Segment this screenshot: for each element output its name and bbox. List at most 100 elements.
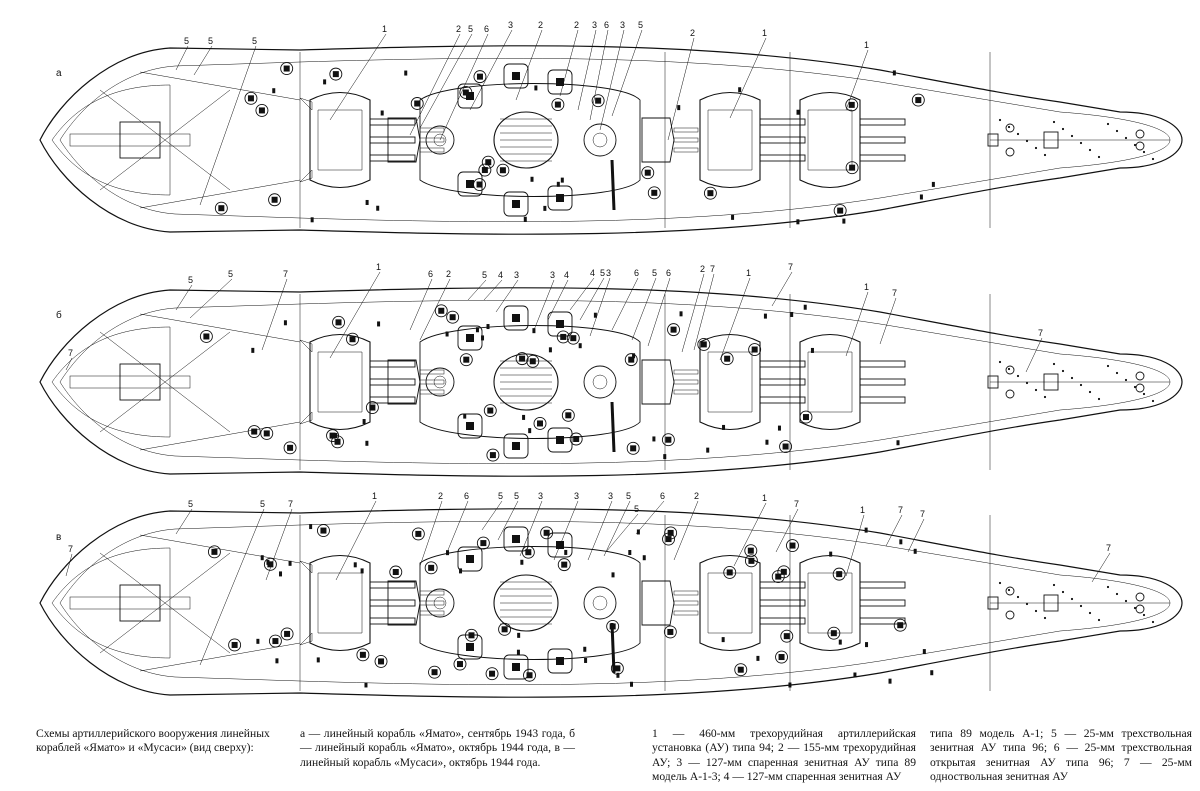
aa-mount-127mm — [547, 648, 573, 674]
aa-mount-ring — [780, 629, 794, 643]
single-aa-gun — [578, 343, 582, 349]
callout: 5 — [175, 36, 189, 71]
turret-barrel — [759, 136, 806, 144]
aa-mount-gun — [218, 205, 225, 212]
aa-mount-gun — [915, 97, 922, 104]
deck-fitting — [1061, 127, 1065, 131]
aa-mount-gun — [287, 444, 294, 451]
aa-mount-25mm — [411, 527, 425, 541]
aa-mount-gun — [609, 623, 616, 630]
callout-label: 5 — [468, 24, 473, 34]
aa-mount-gun — [651, 189, 658, 196]
single-aa-gun — [829, 551, 833, 557]
aa-mount-ring — [647, 186, 661, 200]
callout-leader — [589, 277, 611, 337]
aa-127-shield — [503, 526, 529, 552]
aa-mount-ring — [473, 178, 486, 191]
aa-mount-ring — [434, 304, 448, 318]
callout: 5 — [497, 491, 519, 541]
callout: 6 — [439, 24, 489, 141]
aa-127-gun — [512, 442, 520, 450]
aa-mount-25mm — [485, 667, 499, 681]
callout: 7 — [885, 505, 903, 547]
aa-mount-25mm — [561, 408, 575, 422]
aa-mount-gun — [247, 95, 254, 102]
aa-127-gun — [512, 663, 520, 671]
single-aa-gun — [756, 655, 760, 661]
deck-fitting — [1070, 597, 1074, 601]
aa-mount-ring — [483, 404, 497, 417]
callout-leader — [611, 277, 639, 331]
turret-barrel — [369, 378, 416, 386]
turret-roof — [807, 109, 853, 171]
callout: 1 — [329, 262, 381, 359]
stern-frame — [99, 331, 231, 433]
single-aa-gun — [896, 440, 900, 446]
callout-leader — [439, 33, 489, 141]
aa-127-shield — [503, 191, 529, 217]
aa-mount-25mm — [434, 304, 448, 318]
aa-mount-25mm — [410, 97, 424, 110]
aa-mount-gun — [476, 73, 483, 80]
anchor-capstan — [1135, 129, 1145, 139]
callout-leader — [419, 278, 451, 341]
turret-barrel — [369, 360, 416, 368]
deck-fitting — [1025, 602, 1029, 606]
single-aa-gun — [288, 560, 292, 566]
aa-mount-ring — [263, 557, 277, 571]
deck-fitting — [1052, 583, 1056, 587]
single-aa-gun — [721, 637, 725, 643]
bridge-tower — [583, 365, 617, 399]
callout-leader — [635, 500, 665, 535]
single-aa-gun — [364, 682, 368, 688]
aa-127-gun — [466, 643, 474, 651]
deck-fitting — [1124, 136, 1128, 140]
turret-barrel — [859, 581, 906, 589]
aa-mount-ring — [410, 97, 424, 110]
callout-leader — [497, 500, 519, 541]
single-aa-gun — [517, 632, 521, 638]
aa-mount-ring — [428, 665, 441, 679]
callout-label: 4 — [498, 270, 503, 280]
deck-fitting — [1007, 588, 1011, 592]
callout-leader — [335, 500, 377, 581]
aa-mount-25mm — [833, 204, 847, 218]
callout-label: 6 — [660, 491, 665, 501]
aa-mount-gun — [537, 420, 544, 427]
callout-label: 5 — [252, 36, 257, 46]
secondary-turret-155mm — [387, 117, 421, 163]
aa-mount-ring — [329, 67, 343, 81]
caption-legend-part-1: 1 — 460-мм трехорудийная артиллерийская … — [652, 727, 916, 784]
aa-127-shield — [503, 305, 529, 331]
stern-rail — [139, 179, 301, 209]
aa-mount-127mm — [547, 69, 573, 95]
mainmast-base — [425, 588, 455, 618]
aa-127-gun — [512, 314, 520, 322]
aa-mount-ring — [893, 618, 907, 632]
bridge-rangefinder — [592, 374, 608, 390]
aa-127-shield — [457, 546, 483, 572]
aa-mount-25mm — [486, 448, 500, 462]
aa-mount-25mm — [374, 654, 388, 668]
secondary-turret-155mm — [641, 580, 675, 626]
rangefinder-arm — [299, 97, 313, 111]
single-aa-gun — [256, 638, 260, 644]
aa-mount-gun — [251, 428, 258, 435]
single-aa-gun — [459, 568, 463, 574]
callout-leader — [419, 500, 443, 567]
callout: 3 — [589, 268, 611, 337]
aa-mount-gun — [778, 654, 785, 661]
rangefinder-arm — [299, 632, 313, 646]
callout-leader — [775, 508, 799, 553]
aa-mount-25mm — [626, 441, 640, 455]
callout-label: 6 — [604, 20, 609, 30]
main-turret-460mm — [309, 555, 371, 651]
deck-fitting — [1115, 592, 1119, 596]
turret-roof — [707, 109, 753, 171]
callout-label: 6 — [464, 491, 469, 501]
anchor-capstan — [1005, 389, 1015, 399]
aa-mount-ring — [411, 527, 425, 541]
aa-mount-gun — [751, 346, 758, 353]
caption-variants: а — линейный корабль «Ямато», сентябрь 1… — [300, 727, 575, 769]
